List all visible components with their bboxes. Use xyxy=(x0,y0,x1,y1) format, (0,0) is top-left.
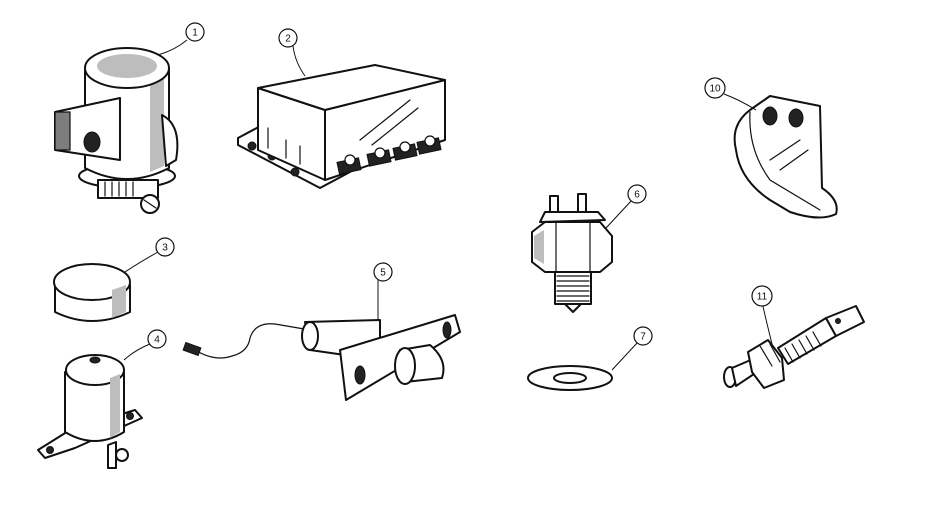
callout-4: 4 xyxy=(147,329,167,349)
callout-circle xyxy=(627,184,647,204)
part-10-bracket xyxy=(733,95,838,219)
part-4-small-solenoid xyxy=(37,354,143,469)
callout-circle xyxy=(751,285,773,307)
leader-11 xyxy=(761,301,773,345)
part-11-plunger-switch xyxy=(723,305,865,389)
leader-3 xyxy=(124,251,159,273)
callout-number: 10 xyxy=(709,84,721,95)
callout-circle xyxy=(278,28,298,48)
part-6-pressure-switch xyxy=(531,193,613,313)
part-3-cap xyxy=(53,263,131,322)
part-2-control-box xyxy=(237,64,446,189)
leader-7 xyxy=(611,341,639,371)
leader-4 xyxy=(123,343,151,361)
callout-number: 1 xyxy=(192,28,198,39)
callout-circle xyxy=(147,329,167,349)
leader-10 xyxy=(723,93,757,111)
callout-circle xyxy=(704,77,726,99)
leader-2 xyxy=(292,45,306,77)
callout-6: 6 xyxy=(627,184,647,204)
callout-11: 11 xyxy=(751,285,773,307)
callout-number: 4 xyxy=(154,335,160,346)
callout-number: 5 xyxy=(380,268,386,279)
part-7-washer xyxy=(527,365,613,391)
callout-3: 3 xyxy=(155,237,175,257)
callout-1: 1 xyxy=(185,22,205,42)
callout-2: 2 xyxy=(278,28,298,48)
callout-number: 3 xyxy=(162,243,168,254)
callout-leaders xyxy=(123,39,773,371)
leader-1 xyxy=(157,39,188,56)
part-5-switch xyxy=(182,314,461,401)
callout-number: 7 xyxy=(640,332,646,343)
callout-5: 5 xyxy=(373,262,393,282)
part-1-solenoid xyxy=(54,47,179,214)
callout-number: 2 xyxy=(285,34,291,45)
callout-circle xyxy=(373,262,393,282)
callout-10: 10 xyxy=(704,77,726,99)
callout-number: 6 xyxy=(634,190,640,201)
callout-number: 11 xyxy=(757,292,768,303)
callout-circle xyxy=(633,326,653,346)
callout-7: 7 xyxy=(633,326,653,346)
callout-circle xyxy=(185,22,205,42)
callout-circle xyxy=(155,237,175,257)
leader-6 xyxy=(605,199,633,229)
